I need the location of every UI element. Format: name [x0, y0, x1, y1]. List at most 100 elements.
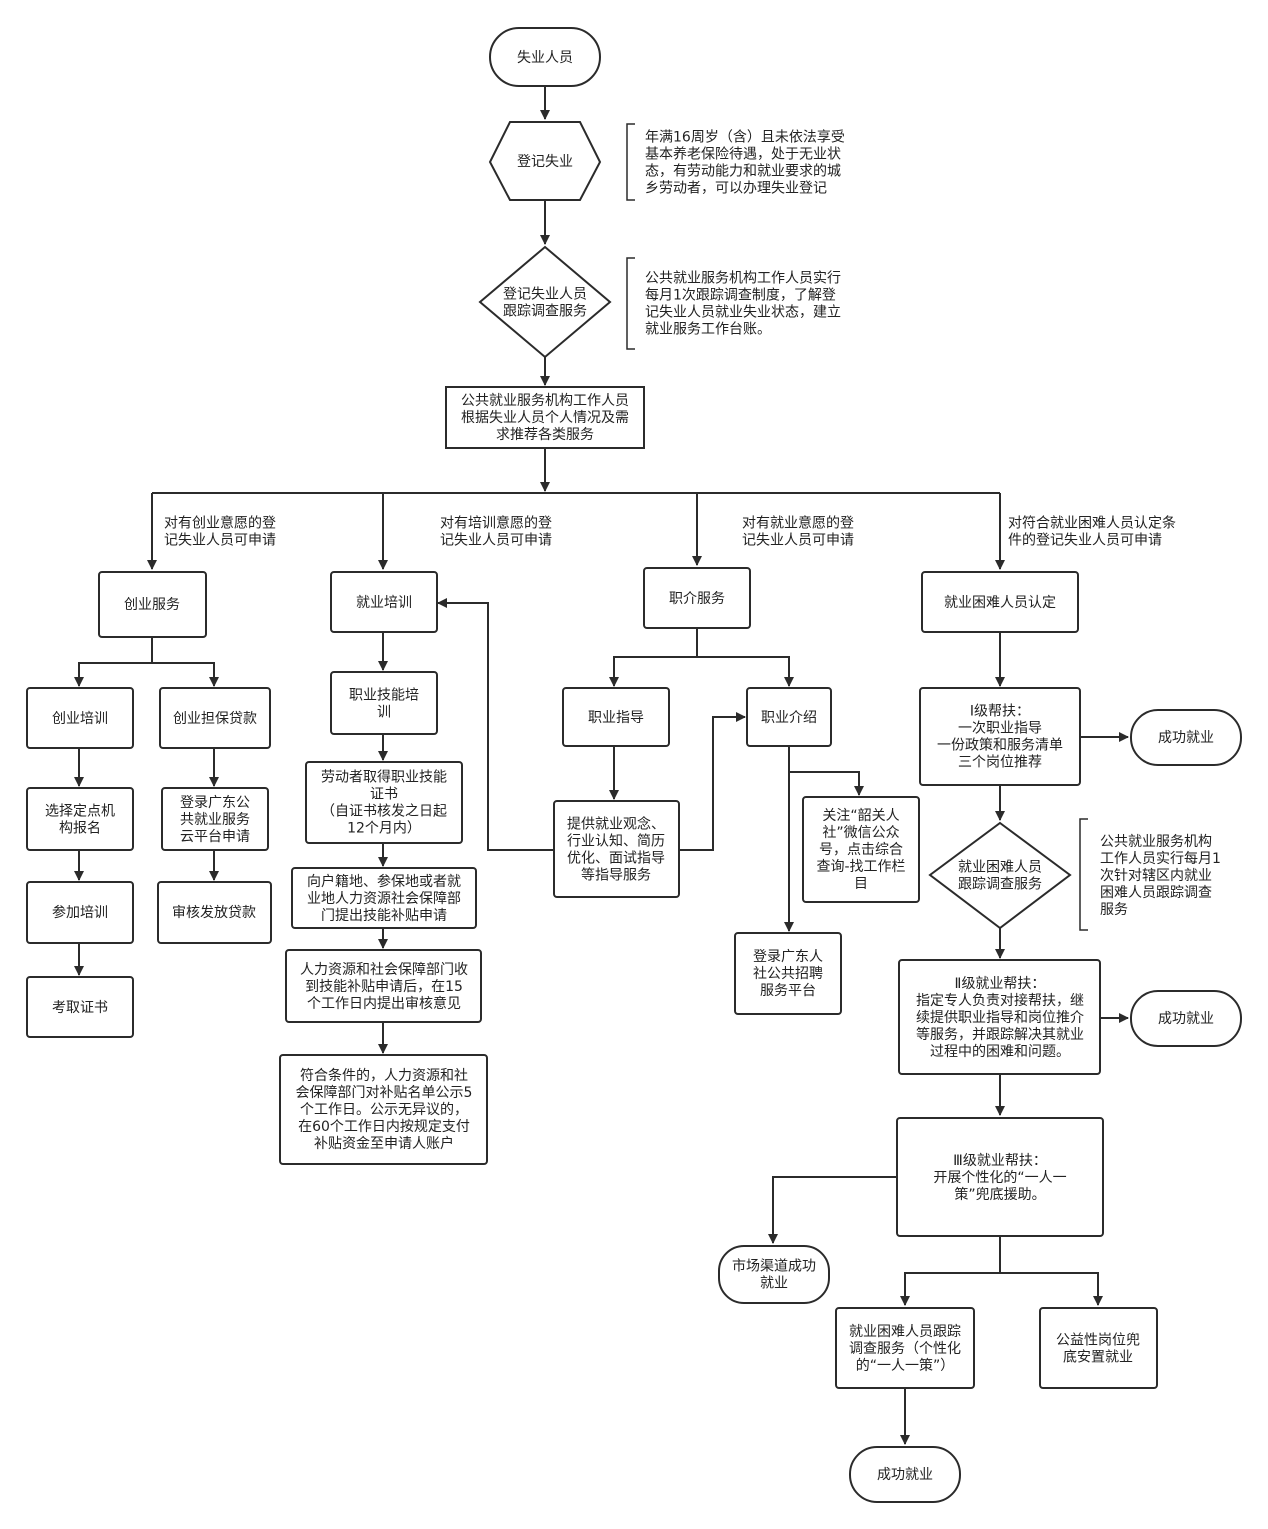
labels: 失业人员登记失业登记失业人员跟踪调查服务公共就业服务机构工作人员根据失业人员个人…	[45, 50, 1221, 1483]
node-track1	[478, 245, 612, 359]
label-line: 号，点击综合	[819, 842, 903, 858]
label-line: 目	[854, 876, 868, 892]
label-line: 服务	[1100, 902, 1128, 918]
node-track2	[928, 821, 1072, 930]
register-label: 登记失业	[517, 154, 573, 170]
label-line: 业地人力资源社会保障部	[307, 891, 461, 907]
label-line: 人力资源和社会保障部门收	[300, 962, 468, 978]
label-line: 个工作日内提出审核意见	[307, 995, 461, 1012]
label-line: 基本养老保险待遇，处于无业状	[645, 146, 841, 163]
edge-agency-split	[609, 628, 698, 687]
label-line: 职业介绍	[761, 710, 817, 726]
training-label: 对有培训意愿的登记失业人员可申请	[440, 515, 552, 549]
startup-label: 对有创业意愿的登记失业人员可申请	[164, 515, 276, 549]
label-line: 工作人员实行每月1	[1100, 851, 1221, 867]
label-line: 开展个性化的“一人一	[933, 1170, 1066, 1186]
track2-label: 就业困难人员跟踪调查服务	[958, 860, 1042, 893]
label-line: 成功就业	[877, 1467, 933, 1483]
edge-jobintro-wechat	[788, 746, 864, 796]
node-difficulty	[921, 571, 1079, 633]
public-post-label: 公益性岗位兜底安置就业	[1056, 1333, 1140, 1366]
skill-training-label: 职业技能培训	[349, 688, 419, 721]
label-line: 考取证书	[52, 1000, 108, 1016]
label-line: 参加培训	[52, 904, 108, 921]
edge-level3-public	[1000, 1272, 1103, 1306]
label-line: 创业服务	[124, 597, 180, 613]
agency-label: 职介服务	[669, 591, 725, 607]
node-success3	[849, 1446, 961, 1503]
label-line: 三个岗位推荐	[958, 755, 1042, 771]
label-line: 一次职业指导	[958, 721, 1042, 737]
label-line: 记失业人员可申请	[440, 533, 552, 549]
label-line: 就业服务工作台账。	[645, 322, 771, 338]
label-line: 对有培训意愿的登	[440, 515, 552, 532]
node-success1	[1130, 709, 1242, 766]
label-line: 乡劳动者，可以办理失业登记	[645, 181, 827, 197]
label-line: 年满16周岁（含）且未依法享受	[645, 129, 845, 146]
label-line: 就业培训	[356, 595, 412, 611]
difficulty-label: 对符合就业困难人员认定条件的登记失业人员可申请	[1008, 515, 1176, 549]
annotation-brackets	[626, 123, 1088, 931]
label-line: 记失业人员就业失业状态，建立	[645, 305, 841, 321]
training-label: 就业培训	[356, 595, 412, 611]
label-line: 社”微信公众	[822, 825, 899, 841]
label-line: 登录广东公	[180, 795, 250, 811]
nodes	[26, 27, 1242, 1503]
label-line: 件的登记失业人员可申请	[1008, 533, 1162, 549]
node-startup-training	[26, 687, 134, 749]
market-label: 市场渠道成功就业	[732, 1258, 816, 1292]
label-line: （自证书核发之日起	[321, 804, 447, 820]
label-line: 态，有劳动能力和就业要求的城	[645, 164, 841, 180]
label-line: 在60个工作日内按规定支付	[298, 1119, 470, 1135]
node-wechat	[802, 796, 920, 903]
label-line: 12个月内）	[347, 821, 421, 837]
label-line: 关注“韶关人	[822, 808, 899, 824]
label-line: 记失业人员可申请	[164, 533, 276, 549]
node-loan-review	[157, 881, 272, 944]
label-line: Ⅱ级就业帮扶：	[955, 976, 1046, 992]
level2-label: Ⅱ级就业帮扶：指定专人负责对接帮扶，继续提供职业指导和岗位推介等服务，并跟踪解决…	[916, 976, 1084, 1060]
label-line: 查询-找工作栏	[816, 859, 905, 875]
node-register	[488, 121, 602, 201]
employment-label: 对有就业意愿的登记失业人员可申请	[742, 515, 854, 549]
login-gd-cloud-label: 登录广东公共就业服务云平台申请	[180, 795, 250, 845]
label-line: 续提供职业指导和岗位推介	[916, 1009, 1084, 1026]
label-line: 选择定点机	[45, 804, 115, 820]
label-line: 补贴资金至申请人账户	[314, 1135, 454, 1152]
cert-label: 考取证书	[52, 1000, 108, 1016]
edge-guidance-training	[437, 598, 554, 851]
node-login-gd-cloud	[161, 787, 269, 851]
label-line: 提供就业观念、	[567, 816, 665, 833]
node-apply-subsidy	[291, 867, 477, 929]
level1-label: Ⅰ级帮扶：一次职业指导一份政策和服务清单三个岗位推荐	[937, 704, 1063, 771]
label-line: 的“一人一策”）	[856, 1357, 955, 1374]
label-line: 服务平台	[760, 983, 816, 999]
node-attend	[26, 881, 134, 944]
label-line: 成功就业	[1158, 1011, 1214, 1027]
career-guidance-label: 职业指导	[588, 710, 644, 726]
label-line: Ⅲ级就业帮扶：	[953, 1153, 1047, 1169]
node-level3	[896, 1117, 1104, 1237]
edges	[74, 87, 1129, 1445]
choose-site-label: 选择定点机构报名	[45, 804, 115, 837]
edge-agency-jobintro	[697, 656, 794, 687]
wechat-label: 关注“韶关人社”微信公众号，点击综合查询-找工作栏目	[816, 808, 905, 892]
bracket-age-note	[626, 123, 635, 201]
node-track3	[835, 1307, 975, 1389]
level3-label: Ⅲ级就业帮扶：开展个性化的“一人一策”兜底援助。	[933, 1153, 1066, 1203]
label-line: 求推荐各类服务	[496, 427, 594, 443]
label-line: 跟踪调查服务	[958, 877, 1042, 893]
label-line: 构报名	[59, 821, 101, 837]
label-line: 登录广东人	[753, 949, 823, 965]
label-line: 等服务，并跟踪解决其就业	[916, 1026, 1084, 1043]
label-line: 训	[377, 705, 391, 721]
label-line: 市场渠道成功	[732, 1258, 816, 1275]
job-intro-label: 职业介绍	[761, 710, 817, 726]
label-line: 每月1次跟踪调查制度，了解登	[645, 288, 836, 304]
edge-startup-split	[74, 637, 153, 687]
label-line: 成功就业	[1158, 730, 1214, 746]
attend-label: 参加培训	[52, 904, 108, 921]
label-line: 调查服务（个性化	[849, 1341, 961, 1357]
node-startup-loan	[159, 687, 271, 749]
